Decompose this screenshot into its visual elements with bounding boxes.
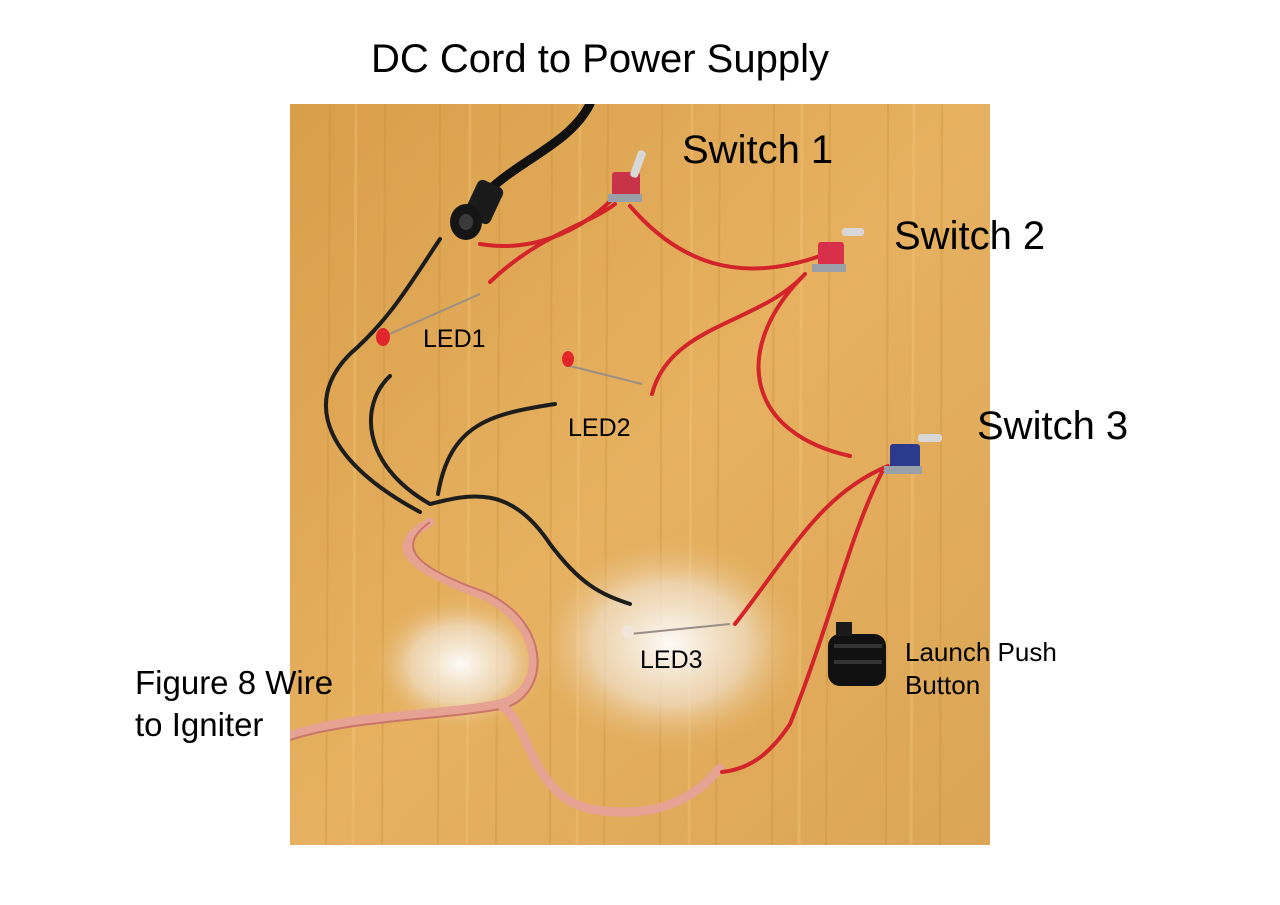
light-glare — [530, 534, 810, 754]
switch1-label: Switch 1 — [682, 128, 834, 172]
dc-jack — [450, 179, 504, 240]
led2-label: LED2 — [568, 414, 631, 442]
switch2-photo — [812, 228, 864, 272]
black-wires — [323, 237, 632, 606]
component-leads — [384, 293, 731, 635]
switch1-photo — [608, 150, 646, 202]
switch3-photo — [884, 434, 942, 474]
switch3-label: Switch 3 — [977, 404, 1129, 448]
led3-photo — [622, 625, 634, 639]
push-label-line1: Launch Push — [905, 637, 1057, 667]
switch2-label: Switch 2 — [894, 214, 1046, 258]
push-button-photo — [828, 622, 886, 686]
led3-label: LED3 — [640, 646, 703, 674]
led1-photo — [376, 328, 390, 346]
dc-cord-label: DC Cord to Power Supply — [371, 37, 829, 81]
led1-label: LED1 — [423, 325, 486, 353]
push-label-line2: Button — [905, 670, 981, 701]
dc-cord — [480, 104, 595, 199]
launch-push-button-label: Launch Push Button — [905, 636, 1057, 703]
figure8-wire — [497, 701, 725, 817]
led2-photo — [562, 351, 574, 367]
figure8-wire — [290, 517, 538, 741]
figure8-wire-label: Figure 8 Wire to Igniter — [135, 662, 333, 746]
figure8-label-line2: to Igniter — [135, 706, 264, 744]
red-wires — [478, 194, 890, 774]
wood-grain — [325, 104, 943, 845]
figure8-label-line1: Figure 8 Wire — [135, 664, 334, 701]
circuit-photo — [290, 104, 990, 845]
